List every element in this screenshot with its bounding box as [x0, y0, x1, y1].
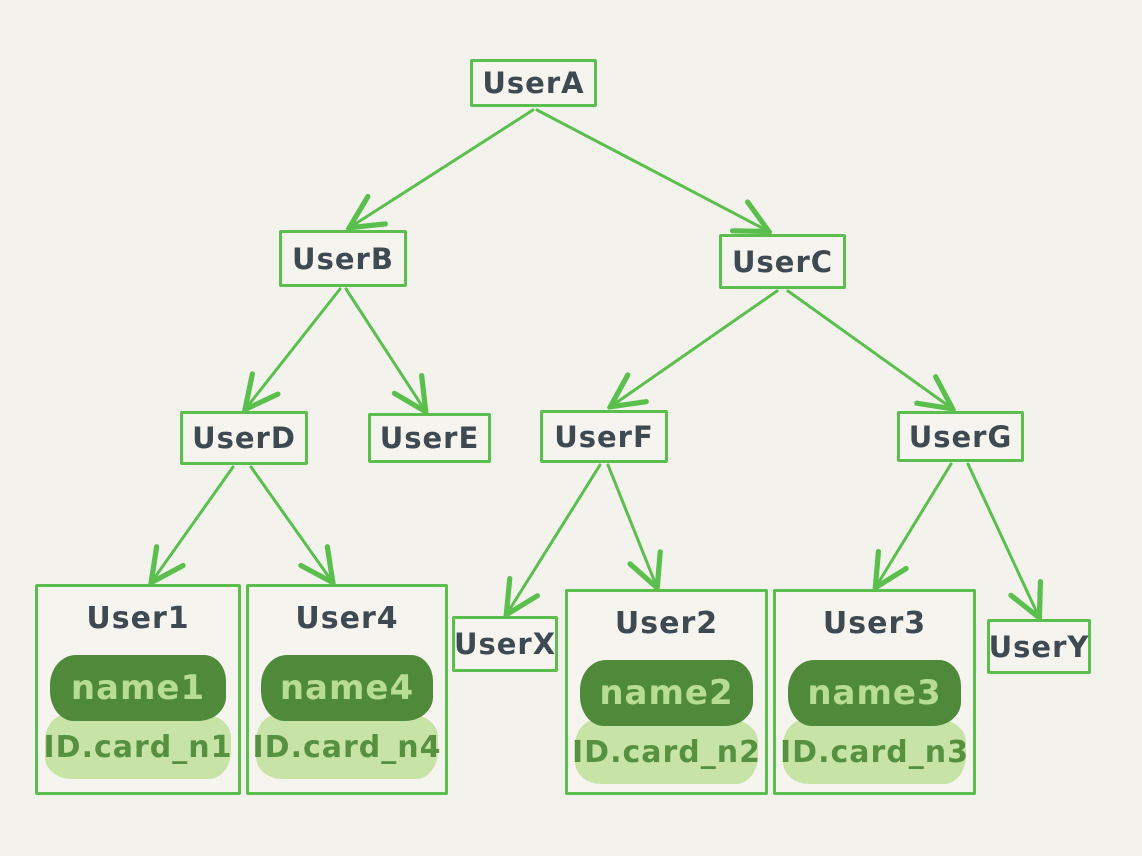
name-pill-label: name2 [599, 673, 734, 713]
tree-node-userx: UserX [452, 616, 558, 672]
node-label-userb: UserB [292, 241, 394, 276]
name-pill-label: name4 [279, 668, 415, 708]
node-label-userf: UserF [554, 419, 654, 454]
tree-node-userb: UserB [279, 230, 407, 287]
edge-usera-userb [352, 108, 535, 226]
node-label-userg: UserG [908, 419, 1013, 454]
card-title-user1: User1 [86, 601, 190, 636]
tree-node-usery: UserY [987, 619, 1091, 674]
edge-userd-user1 [153, 465, 235, 580]
name-pill-user1: name1 [50, 655, 226, 721]
node-label-userc: UserC [731, 244, 834, 279]
id-card-pill-label: ID.card_n3 [780, 734, 969, 770]
tree-node-userf: UserF [540, 410, 668, 463]
name-pill-user4: name4 [261, 655, 433, 721]
card-title-user4: User4 [295, 601, 399, 636]
name-pill-user2: name2 [580, 660, 753, 726]
edge-userb-userd [247, 287, 342, 407]
node-label-userx: UserX [453, 627, 557, 661]
node-label-userd: UserD [192, 421, 296, 455]
edge-userb-usere [344, 287, 424, 409]
node-label-usere: UserE [379, 421, 480, 455]
tree-node-userg: UserG [897, 411, 1024, 462]
edge-usera-userc [535, 108, 766, 230]
card-title-user3: User3 [822, 606, 927, 641]
id-card-pill-user3: ID.card_n3 [780, 720, 969, 784]
id-card-pill-user1: ID.card_n1 [43, 715, 233, 779]
user-card-user4: User4 name4 ID.card_n4 [246, 584, 448, 795]
id-card-pill-user4: ID.card_n4 [253, 715, 441, 779]
tree-node-usere: UserE [368, 413, 491, 463]
edge-userf-userx [508, 463, 602, 612]
edge-userg-usery [966, 462, 1038, 615]
tree-node-usera: UserA [470, 59, 597, 107]
name-pill-label: name1 [70, 668, 206, 708]
edge-userd-user4 [249, 465, 331, 580]
user-card-user2: User2 name2 ID.card_n2 [565, 589, 768, 795]
node-label-usera: UserA [482, 66, 585, 100]
user-card-user3: User3 name3 ID.card_n3 [773, 589, 976, 795]
node-label-usery: UserY [988, 629, 1090, 664]
edge-userf-user2 [606, 463, 656, 585]
user-card-user1: User1 name1 ID.card_n1 [35, 584, 241, 795]
id-card-pill-label: ID.card_n4 [252, 729, 442, 765]
edge-userg-user3 [877, 462, 953, 585]
edge-userc-userf [613, 289, 779, 405]
name-pill-label: name3 [807, 673, 942, 713]
edge-userc-userg [786, 289, 950, 407]
id-card-pill-label: ID.card_n2 [572, 734, 761, 770]
tree-node-userc: UserC [719, 234, 846, 289]
card-title-user2: User2 [614, 606, 719, 641]
name-pill-user3: name3 [788, 660, 961, 726]
tree-node-userd: UserD [180, 411, 308, 465]
id-card-pill-user2: ID.card_n2 [572, 720, 761, 784]
id-card-pill-label: ID.card_n1 [43, 729, 233, 765]
